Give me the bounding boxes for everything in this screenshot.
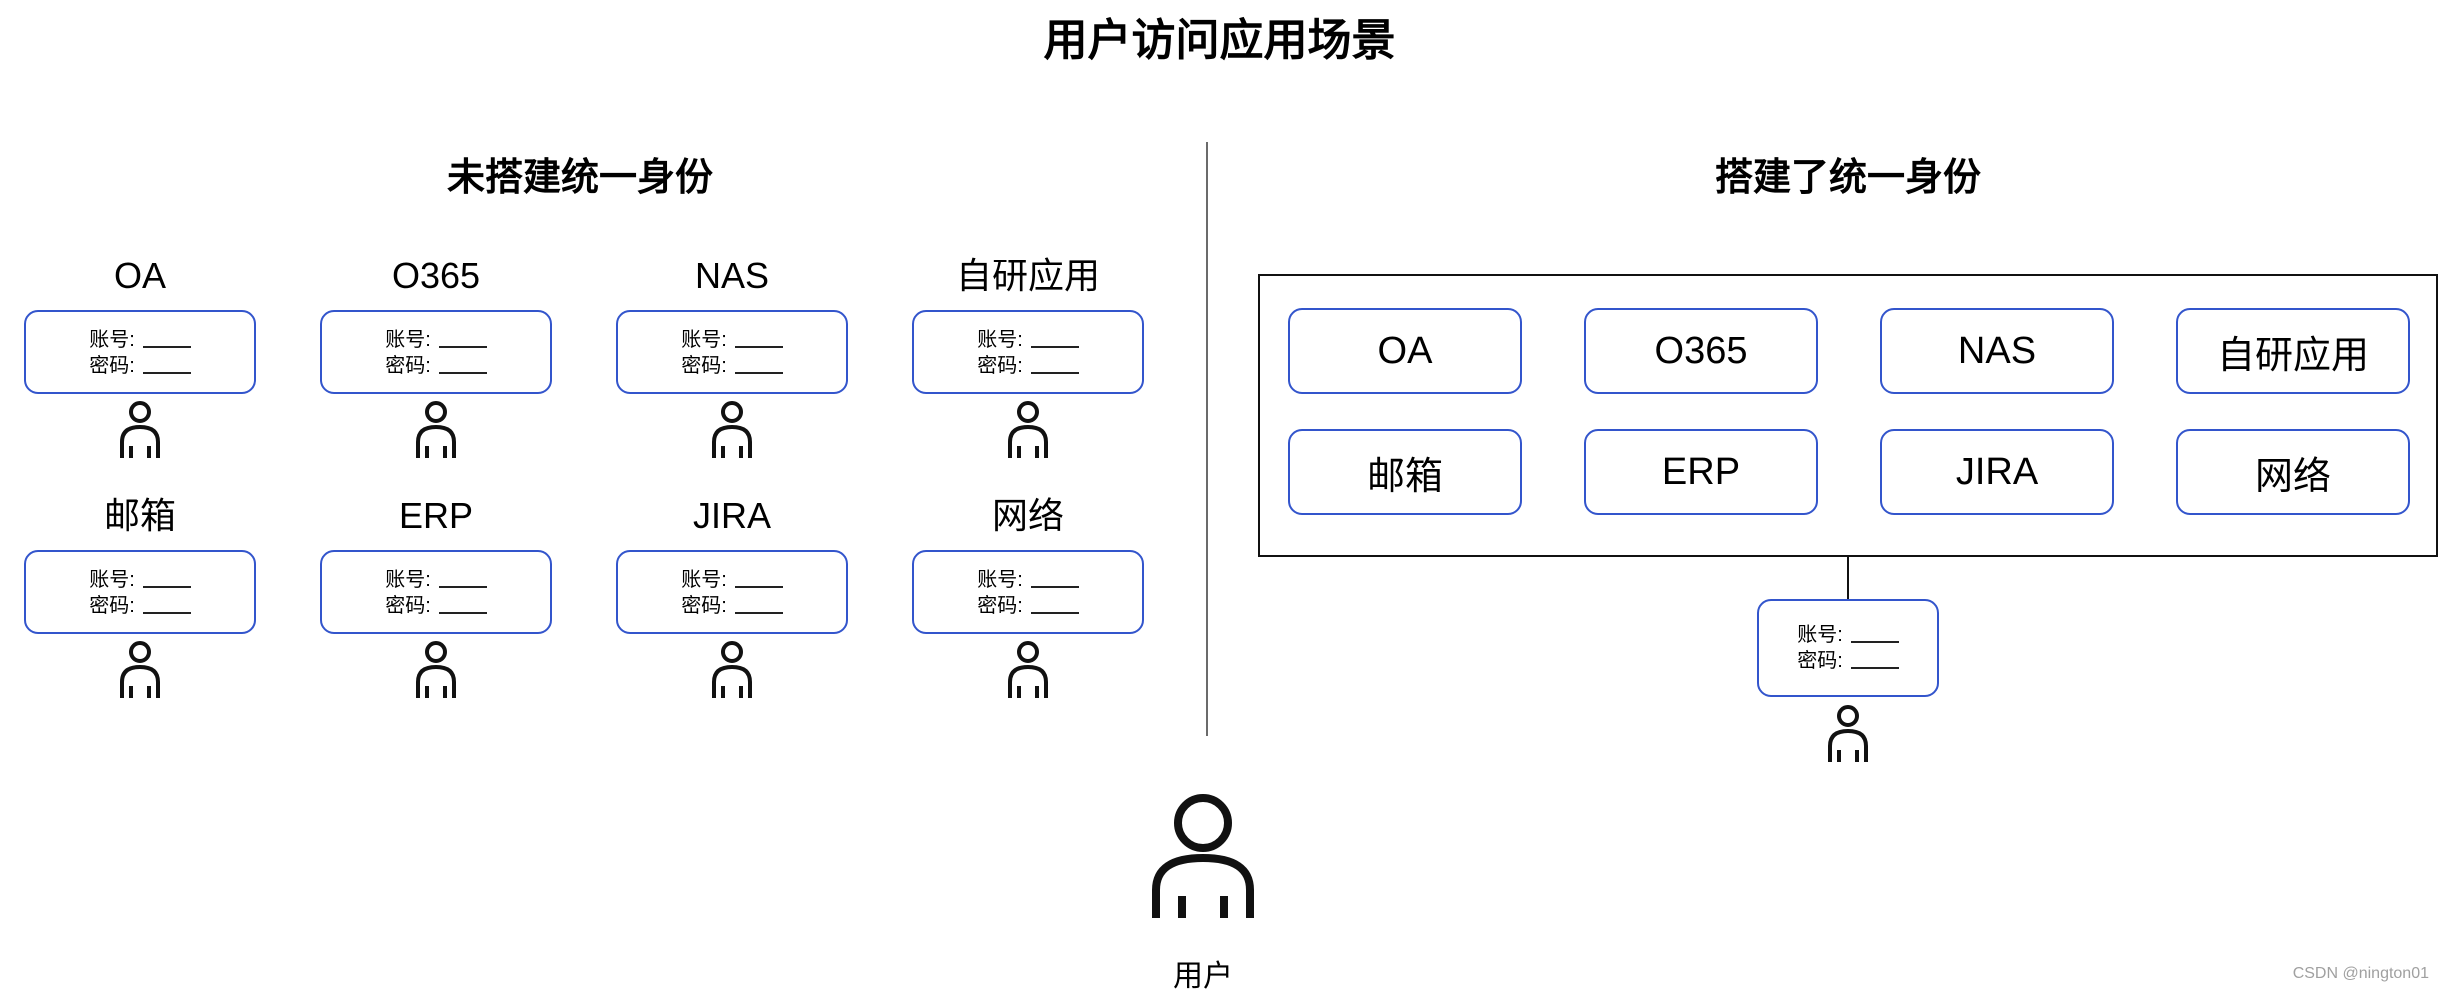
credential-box: 账号: 密码: <box>320 550 552 634</box>
account-blank <box>734 332 783 348</box>
app-label: 邮箱 <box>103 495 176 536</box>
app-label: NAS <box>694 255 770 296</box>
user-label: 用户 <box>1173 960 1233 993</box>
password-label: 密码: <box>385 355 431 377</box>
app-label: 自研应用 <box>955 255 1100 296</box>
person-icon <box>416 641 456 698</box>
account-label: 账号: <box>977 569 1023 591</box>
credential-box: 账号: 密码: <box>24 310 256 394</box>
account-label: 账号: <box>89 569 135 591</box>
app-label: OA <box>113 255 166 296</box>
password-label: 密码: <box>1797 650 1843 672</box>
app-label: 网络 <box>991 495 1064 536</box>
password-blank <box>438 598 487 614</box>
unified-credential-box: 账号: 密码: <box>1757 599 1939 697</box>
user-person-icon <box>1152 794 1254 918</box>
sso-app-box: 自研应用 <box>2176 308 2410 394</box>
password-label: 密码: <box>385 595 431 617</box>
person-icon <box>1008 641 1048 698</box>
password-label: 密码: <box>89 355 135 377</box>
account-blank <box>1030 332 1079 348</box>
diagram-title: 用户访问应用场景 <box>1043 16 1396 65</box>
account-blank <box>438 332 487 348</box>
account-blank <box>438 572 487 588</box>
password-label: 密码: <box>681 595 727 617</box>
credential-box: 账号: 密码: <box>616 310 848 394</box>
password-blank <box>734 358 783 374</box>
account-label: 账号: <box>977 329 1023 351</box>
app-label: ERP <box>398 495 474 536</box>
account-blank <box>734 572 783 588</box>
password-blank <box>438 358 487 374</box>
left-section-title: 未搭建统一身份 <box>446 157 713 199</box>
account-label: 账号: <box>385 569 431 591</box>
account-blank <box>142 572 191 588</box>
person-icon <box>1008 401 1048 458</box>
password-blank <box>1030 598 1079 614</box>
app-label: O365 <box>391 255 481 296</box>
sso-app-box: JIRA <box>1880 429 2114 515</box>
password-blank <box>142 358 191 374</box>
watermark: CSDN @nington01 <box>2292 965 2429 982</box>
credential-box: 账号: 密码: <box>320 310 552 394</box>
sso-app-box: OA <box>1288 308 1522 394</box>
credential-box: 账号: 密码: <box>24 550 256 634</box>
person-icon <box>1828 705 1868 762</box>
password-label: 密码: <box>89 595 135 617</box>
section-divider <box>1206 142 1208 736</box>
sso-app-box: 邮箱 <box>1288 429 1522 515</box>
account-blank <box>1850 627 1899 643</box>
account-label: 账号: <box>681 569 727 591</box>
account-label: 账号: <box>89 329 135 351</box>
password-label: 密码: <box>977 355 1023 377</box>
account-label: 账号: <box>385 329 431 351</box>
person-icon <box>120 401 160 458</box>
password-blank <box>734 598 783 614</box>
password-blank <box>1030 358 1079 374</box>
sso-app-box: O365 <box>1584 308 1818 394</box>
person-icon <box>416 401 456 458</box>
password-blank <box>142 598 191 614</box>
sso-app-box: 网络 <box>2176 429 2410 515</box>
sso-app-box: ERP <box>1584 429 1818 515</box>
credential-box: 账号: 密码: <box>912 550 1144 634</box>
account-blank <box>142 332 191 348</box>
right-section-title: 搭建了统一身份 <box>1714 157 1981 199</box>
app-label: JIRA <box>692 495 771 536</box>
credential-box: 账号: 密码: <box>912 310 1144 394</box>
person-icon <box>712 641 752 698</box>
person-icon <box>712 401 752 458</box>
password-label: 密码: <box>681 355 727 377</box>
account-blank <box>1030 572 1079 588</box>
connector-line <box>1847 557 1849 599</box>
account-label: 账号: <box>1797 624 1843 646</box>
password-blank <box>1850 653 1899 669</box>
account-label: 账号: <box>681 329 727 351</box>
person-icon <box>120 641 160 698</box>
sso-app-box: NAS <box>1880 308 2114 394</box>
credential-box: 账号: 密码: <box>616 550 848 634</box>
password-label: 密码: <box>977 595 1023 617</box>
